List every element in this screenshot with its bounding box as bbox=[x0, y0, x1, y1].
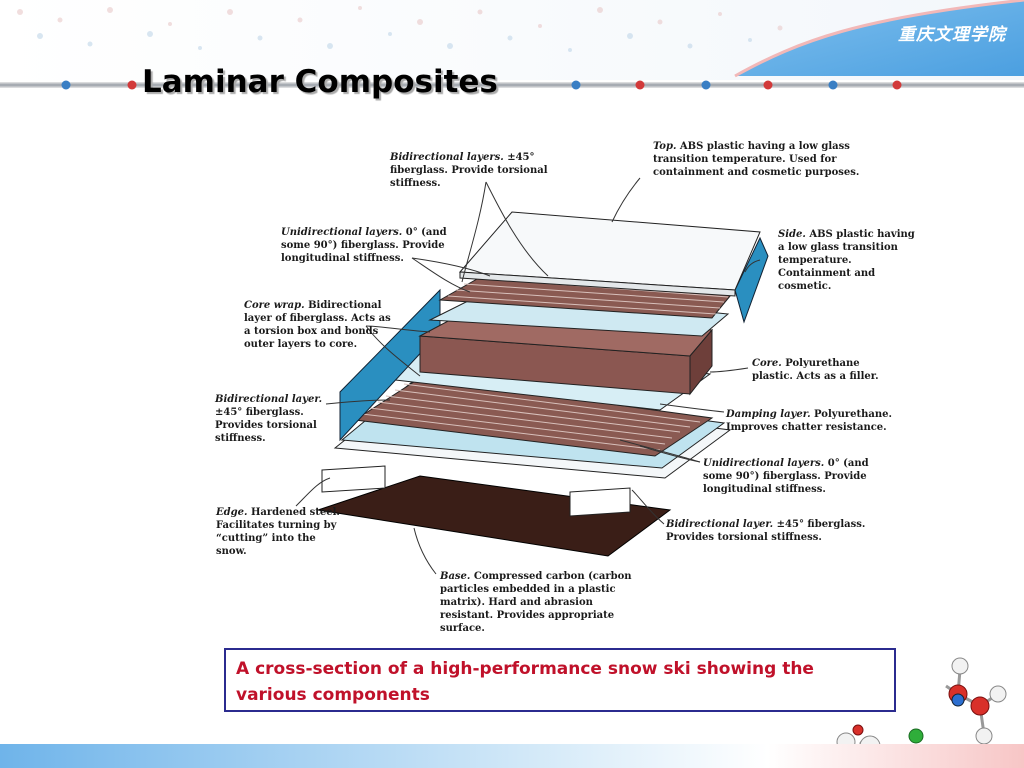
core-side bbox=[689, 328, 713, 396]
label-edge: Edge. Hardened steel. Facilitates turnin… bbox=[216, 507, 340, 557]
edge-right bbox=[569, 487, 631, 517]
rule-dot bbox=[892, 80, 902, 90]
label-bidirectional-left: Bidirectional layer. ±45° fiberglass. Pr… bbox=[215, 394, 323, 444]
label-bidirectional-bottom: Bidirectional layer. ±45° fiberglass. Pr… bbox=[666, 519, 866, 543]
rule-dot bbox=[127, 80, 137, 90]
base-layer bbox=[317, 475, 672, 557]
caption-box: A cross-section of a high-performance sn… bbox=[224, 648, 896, 712]
title-rule bbox=[0, 80, 1024, 90]
rule-dot bbox=[635, 80, 645, 90]
side-wall-right bbox=[734, 236, 769, 324]
label-side: Side. ABS plastic having a low glass tra… bbox=[778, 229, 915, 292]
rule-dot bbox=[763, 80, 773, 90]
rule-dot bbox=[571, 80, 581, 90]
side-wall-left bbox=[339, 288, 441, 442]
label-unidirectional-bottom: Unidirectional layers. 0° (and some 90°)… bbox=[703, 458, 869, 495]
unidirectional-bottom-layers bbox=[353, 377, 714, 457]
footer-decoration bbox=[0, 744, 1024, 768]
rule-dot bbox=[828, 80, 838, 90]
label-damping-layer: Damping layer. Polyurethane. Improves ch… bbox=[726, 409, 892, 433]
label-base: Base. Compressed carbon (carbon particle… bbox=[440, 571, 632, 634]
header-decoration bbox=[0, 0, 1024, 80]
edge-left bbox=[321, 465, 386, 493]
rule-dot bbox=[61, 80, 71, 90]
label-unidirectional-top: Unidirectional layers. 0° (and some 90°)… bbox=[281, 227, 447, 264]
label-bidirectional-top: Bidirectional layers. ±45° fiberglass. P… bbox=[390, 152, 548, 189]
caption-text: A cross-section of a high-performance sn… bbox=[236, 659, 814, 705]
page-title: Laminar Composites bbox=[142, 64, 498, 100]
label-core-wrap: Core wrap. Bidirectional layer of fiberg… bbox=[244, 300, 391, 350]
rule-dot bbox=[701, 80, 711, 90]
school-name: 重庆文理学院 bbox=[898, 25, 1006, 45]
label-core: Core. Polyurethane plastic. Acts as a fi… bbox=[752, 358, 879, 382]
top-layer-edge bbox=[459, 271, 736, 297]
label-top: Top. ABS plastic having a low glass tran… bbox=[653, 141, 860, 178]
